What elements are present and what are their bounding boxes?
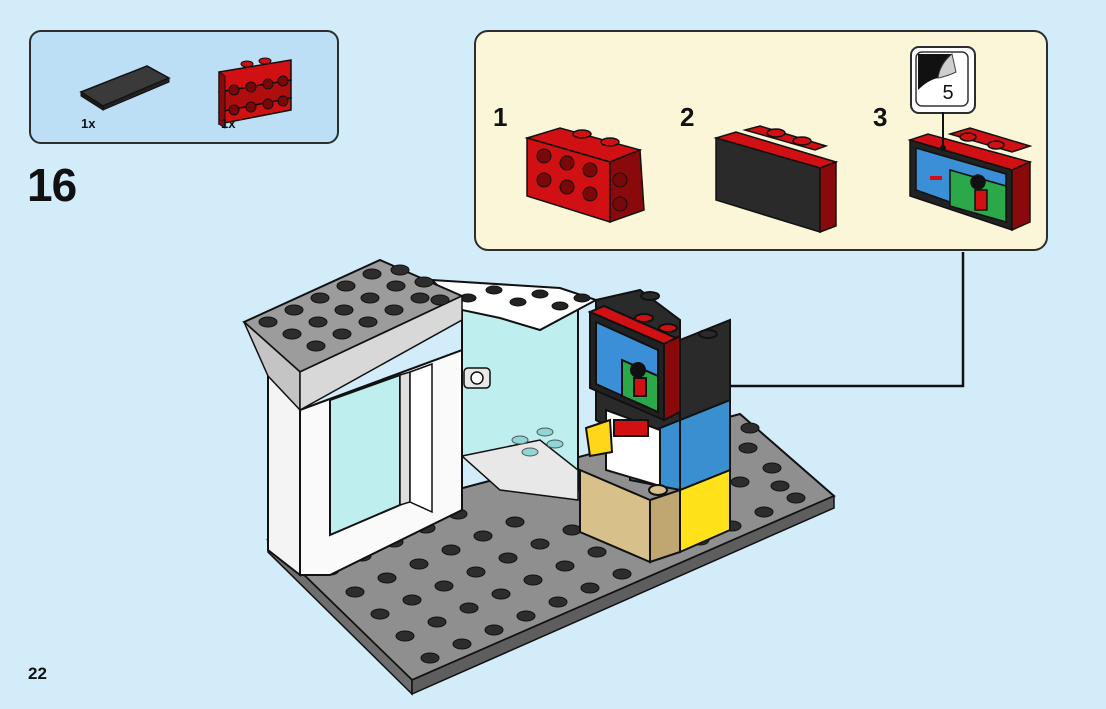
parts-list-box: 1x 1x [29,30,339,144]
substep-1-bracket [524,127,645,224]
substep-3-tv [907,127,1033,232]
sticker-number: 5 [942,82,954,104]
part-qty-bracket: 1x [221,116,236,131]
substep-3-label: 3 [873,102,888,132]
substep-2-label: 2 [680,102,695,132]
placement-arrow [690,252,965,388]
substep-1-label: 1 [493,102,508,132]
step-number: 16 [27,159,77,211]
sticker-icon [915,51,969,107]
substep-2-assembly [713,125,839,234]
sticker-callout: 5 [910,46,976,114]
parts-illustration [79,57,292,129]
page-number: 22 [28,664,47,683]
mounted-tv [587,291,718,422]
part-qty-tile: 1x [81,116,96,131]
